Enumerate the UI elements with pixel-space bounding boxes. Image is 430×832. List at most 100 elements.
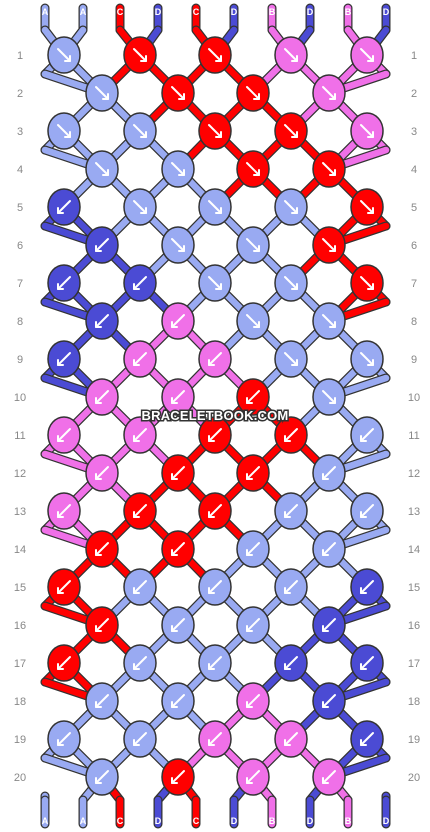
arrow-sw-icon xyxy=(360,732,374,746)
arrow-head xyxy=(291,207,298,214)
arrow-head xyxy=(102,93,109,100)
arrow-head xyxy=(95,549,102,556)
strand-label-bottom: D xyxy=(155,816,162,826)
row-number-right: 8 xyxy=(411,316,417,328)
knot xyxy=(123,36,157,74)
knot xyxy=(198,36,232,74)
arrow-se-icon xyxy=(322,86,336,100)
arrow-se-icon xyxy=(360,352,374,366)
row-number-left: 19 xyxy=(14,734,26,746)
arrow-head xyxy=(246,625,253,632)
knot xyxy=(350,568,384,606)
arrow-head xyxy=(208,435,215,442)
knot xyxy=(85,226,119,264)
arrow-head xyxy=(246,473,253,480)
arrow-sw-icon xyxy=(246,618,260,632)
arrow-head xyxy=(57,739,64,746)
arrow-head xyxy=(208,511,215,518)
arrow-head xyxy=(284,511,291,518)
arrow-head xyxy=(284,739,291,746)
arrow-sw-icon xyxy=(95,770,109,784)
strand-label-top: A xyxy=(80,7,87,17)
arrow-head xyxy=(208,663,215,670)
arrow-sw-icon xyxy=(360,656,374,670)
knot xyxy=(236,226,270,264)
arrow-head xyxy=(171,321,178,328)
arrow-head xyxy=(133,739,140,746)
arrow-sw-icon xyxy=(133,656,147,670)
knot xyxy=(161,226,195,264)
strand-label-top: C xyxy=(117,7,124,17)
knot xyxy=(47,36,81,74)
arrow-head xyxy=(329,321,336,328)
arrow-head xyxy=(329,93,336,100)
arrow-head xyxy=(253,245,260,252)
row-number-left: 18 xyxy=(14,696,26,708)
arrow-head xyxy=(208,739,215,746)
row-number-right: 12 xyxy=(408,468,420,480)
knot xyxy=(274,568,308,606)
arrow-sw-icon xyxy=(208,656,222,670)
strand-label-bottom: D xyxy=(231,816,238,826)
arrow-head xyxy=(360,587,367,594)
arrow-se-icon xyxy=(322,314,336,328)
row-number-right: 13 xyxy=(408,506,420,518)
knot xyxy=(198,112,232,150)
knot xyxy=(274,644,308,682)
arrow-sw-icon xyxy=(57,732,71,746)
arrow-head xyxy=(178,245,185,252)
arrow-se-icon xyxy=(57,124,71,138)
row-number-left: 6 xyxy=(17,240,23,252)
row-number-right: 16 xyxy=(408,620,420,632)
knot xyxy=(274,720,308,758)
strand-label-top: D xyxy=(155,7,162,17)
arrow-se-icon xyxy=(284,200,298,214)
arrow-head xyxy=(208,359,215,366)
row-number-left: 2 xyxy=(17,88,23,100)
knot xyxy=(274,416,308,454)
knot xyxy=(312,758,346,796)
strand-label-top: A xyxy=(42,7,49,17)
arrow-se-icon xyxy=(284,124,298,138)
row-number-right: 4 xyxy=(411,164,417,176)
arrow-sw-icon xyxy=(208,732,222,746)
arrow-sw-icon xyxy=(284,504,298,518)
arrow-sw-icon xyxy=(171,618,185,632)
knot xyxy=(161,682,195,720)
knot xyxy=(350,492,384,530)
row-number-right: 9 xyxy=(411,354,417,366)
knot xyxy=(123,720,157,758)
arrow-se-icon xyxy=(208,276,222,290)
arrow-head xyxy=(284,663,291,670)
arrow-head xyxy=(171,549,178,556)
row-number-right: 3 xyxy=(411,126,417,138)
arrow-head xyxy=(246,549,253,556)
row-number-right: 14 xyxy=(408,544,420,556)
row-number-right: 2 xyxy=(411,88,417,100)
knot xyxy=(350,644,384,682)
arrow-sw-icon xyxy=(57,352,71,366)
arrow-head xyxy=(215,207,222,214)
arrow-sw-icon xyxy=(322,618,336,632)
arrow-se-icon xyxy=(360,276,374,290)
knot xyxy=(47,340,81,378)
knot xyxy=(350,416,384,454)
arrow-head xyxy=(367,283,374,290)
arrow-sw-icon xyxy=(208,352,222,366)
knot xyxy=(312,454,346,492)
row-number-left: 5 xyxy=(17,202,23,214)
arrow-se-icon xyxy=(133,48,147,62)
arrow-sw-icon xyxy=(246,770,260,784)
arrow-sw-icon xyxy=(322,542,336,556)
knot xyxy=(198,720,232,758)
knot xyxy=(350,340,384,378)
arrow-head xyxy=(102,169,109,176)
row-number-left: 12 xyxy=(14,468,26,480)
arrow-sw-icon xyxy=(133,732,147,746)
arrow-head xyxy=(140,55,147,62)
row-number-right: 18 xyxy=(408,696,420,708)
arrow-se-icon xyxy=(360,200,374,214)
arrow-se-icon xyxy=(171,238,185,252)
row-number-left: 11 xyxy=(14,430,25,442)
arrow-sw-icon xyxy=(284,580,298,594)
